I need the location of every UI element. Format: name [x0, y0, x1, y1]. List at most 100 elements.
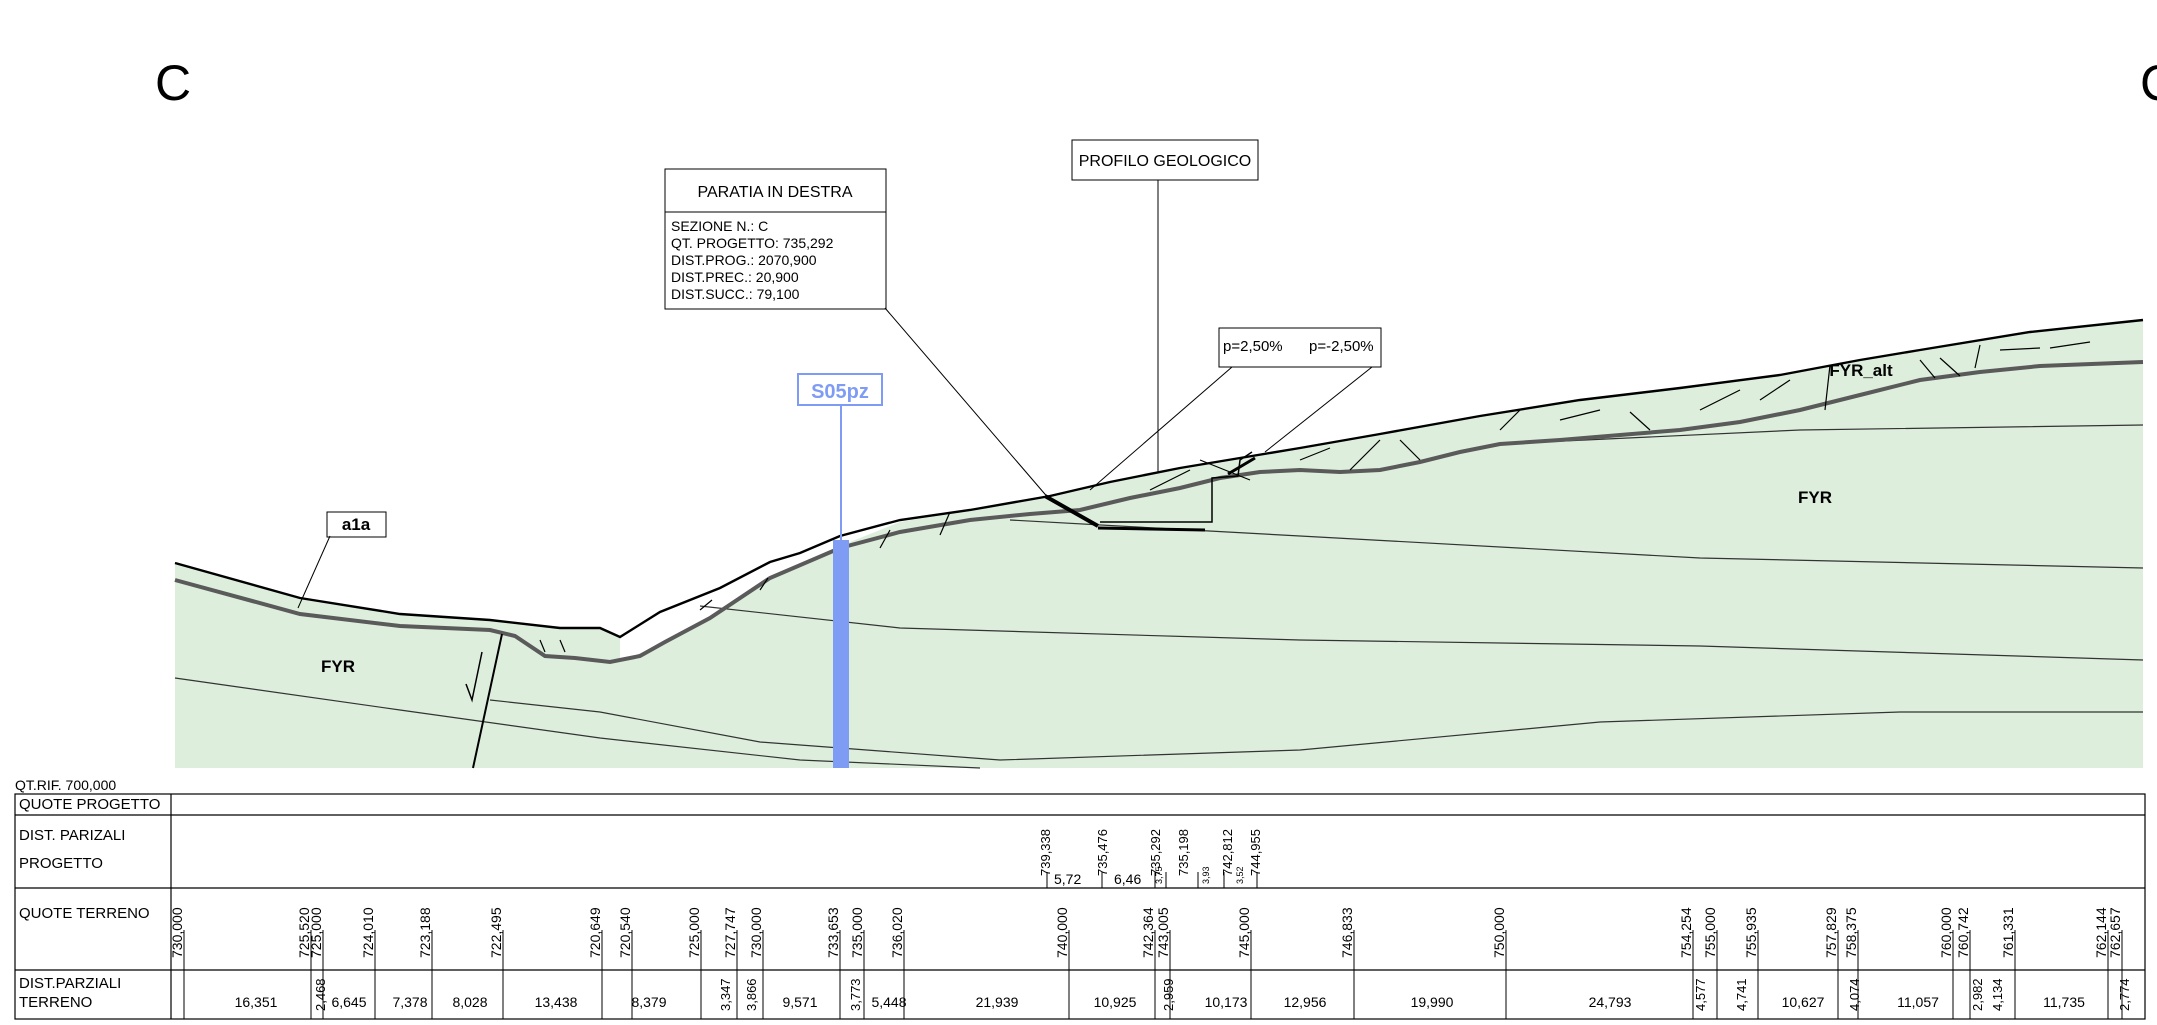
- geological-contact: [174, 360, 2144, 665]
- terreno-quote: 722,495: [488, 907, 504, 958]
- section-info-leader: [884, 307, 1051, 501]
- progetto-dist: 3,75: [1154, 866, 1164, 884]
- label-fyr-right: FYR: [1798, 488, 1832, 507]
- terreno-quote: 760,000: [1938, 907, 1954, 958]
- terreno-quote: 754,254: [1678, 907, 1694, 958]
- terreno-quote: 733,653: [825, 907, 841, 958]
- terreno-quote: 746,833: [1339, 907, 1355, 958]
- terreno-quote: 720,649: [587, 907, 603, 958]
- progetto-dist: 6,46: [1114, 871, 1141, 887]
- terreno-dist: 3,347: [718, 978, 733, 1011]
- section-box-line: SEZIONE N.: C: [671, 218, 768, 234]
- terreno-quote: 740,000: [1054, 907, 1070, 958]
- terreno-dist: 4,741: [1734, 978, 1749, 1011]
- section-box-line: DIST.SUCC.: 79,100: [671, 286, 800, 302]
- terreno-quote: 724,010: [360, 907, 376, 958]
- terreno-quote: 735,000: [849, 907, 865, 958]
- terreno-dist: 16,351: [235, 994, 278, 1010]
- slope-leader: [1089, 366, 1233, 491]
- terreno-dist: 2,982: [1970, 978, 1985, 1011]
- terreno-dist: 24,793: [1589, 994, 1632, 1010]
- terreno-quote: 730,000: [169, 907, 185, 958]
- reference-quote: QT.RIF. 700,000: [15, 777, 116, 793]
- terreno-dist: 13,438: [535, 994, 578, 1010]
- terreno-dist: 19,990: [1411, 994, 1454, 1010]
- row-dist-terreno: DIST.PARZIALI: [19, 975, 121, 992]
- terreno-dist: 4,577: [1693, 978, 1708, 1011]
- terreno-dist: 3,773: [848, 978, 863, 1011]
- terreno-quote: 720,540: [617, 907, 633, 958]
- progetto-quote: 735,292: [1148, 829, 1163, 876]
- terreno-quote: 758,375: [1843, 907, 1859, 958]
- retaining-structure: [1044, 451, 1256, 532]
- progetto-quote: 739,338: [1038, 829, 1053, 876]
- weathered-zone: [620, 320, 2143, 662]
- label-fyr-left: FYR: [321, 657, 355, 676]
- terreno-dist: 2,774: [2117, 978, 2132, 1011]
- terreno-dist: 10,173: [1205, 994, 1248, 1010]
- terreno-dist: 10,627: [1782, 994, 1825, 1010]
- terreno-dist: 11,057: [1897, 994, 1939, 1010]
- progetto-quote: 744,955: [1248, 829, 1263, 876]
- terreno-quote: 745,000: [1236, 907, 1252, 958]
- slope-label-right: p=-2,50%: [1309, 338, 1374, 355]
- label-fyr-alt: FYR_alt: [1829, 361, 1893, 380]
- terreno-quote: 762,657: [2107, 907, 2123, 958]
- terreno-dist: 11,735: [2043, 994, 2085, 1010]
- terreno-quote: 742,364: [1140, 907, 1156, 958]
- slope-label-left: p=2,50%: [1223, 338, 1283, 355]
- terreno-dist: 10,925: [1094, 994, 1137, 1010]
- label-a1a: a1a: [342, 515, 371, 534]
- terreno-quote: 725,000: [686, 907, 702, 958]
- terreno-quote: 723,188: [417, 907, 433, 958]
- terreno-quote: 725,520: [296, 907, 312, 958]
- terreno-quote: 725,000: [308, 907, 324, 958]
- terreno-dist: 2,468: [313, 978, 328, 1011]
- section-letter-left: C: [155, 55, 191, 111]
- terreno-quote: 755,000: [1702, 907, 1718, 958]
- row-quote-terreno: QUOTE TERRENO: [19, 905, 150, 922]
- profile-label-box: [1071, 139, 1259, 181]
- borehole-label-box: [797, 373, 883, 406]
- progetto-dist: 5,72: [1054, 871, 1081, 887]
- terreno-dist: 9,571: [782, 994, 817, 1010]
- internal-boundaries: [174, 424, 2144, 769]
- terreno-quote: 762,144: [2093, 907, 2109, 958]
- terreno-dist: 8,028: [452, 994, 487, 1010]
- section-box-line: QT. PROGETTO: 735,292: [671, 235, 834, 251]
- geological-body: [175, 362, 2143, 768]
- progetto-quote: 735,476: [1095, 829, 1110, 876]
- section-box-title: PARATIA IN DESTRA: [698, 184, 853, 201]
- terreno-dist: 6,645: [331, 994, 366, 1010]
- row-dist-progetto: PROGETTO: [19, 855, 103, 872]
- data-table-frame: [14, 793, 2146, 1020]
- slope-leader: [1264, 366, 1373, 453]
- fault-line: [472, 633, 503, 769]
- terreno-dist: 3,866: [744, 978, 759, 1011]
- terreno-dist: 5,448: [871, 994, 906, 1010]
- progetto-dist: 3,52: [1235, 866, 1245, 884]
- terreno-quote: 736,020: [889, 907, 905, 958]
- terreno-quote: 730,000: [748, 907, 764, 958]
- terreno-quote: 757,829: [1823, 907, 1839, 958]
- terreno-quote: 755,935: [1743, 907, 1759, 958]
- terreno-dist: 4,134: [1990, 978, 2005, 1011]
- row-dist-progetto: DIST. PARIZALI: [19, 827, 125, 844]
- terreno-quote: 750,000: [1491, 907, 1507, 958]
- fault-arrow: [465, 651, 483, 703]
- terreno-quote: 727,747: [722, 907, 738, 958]
- row-quote-progetto: QUOTE PROGETTO: [19, 796, 160, 813]
- terreno-dist: 12,956: [1284, 994, 1327, 1010]
- terreno-dist: 2,959: [1161, 978, 1176, 1011]
- section-box-line: DIST.PREC.: 20,900: [671, 269, 799, 285]
- section-letter-right: C: [2140, 55, 2157, 111]
- a1a-label-box: [326, 511, 387, 538]
- section-info-box: PARATIA IN DESTRA SEZIONE N.: C QT. PROG…: [664, 168, 887, 310]
- ground-surface: [174, 318, 2144, 639]
- terreno-quote: 761,331: [2000, 907, 2016, 958]
